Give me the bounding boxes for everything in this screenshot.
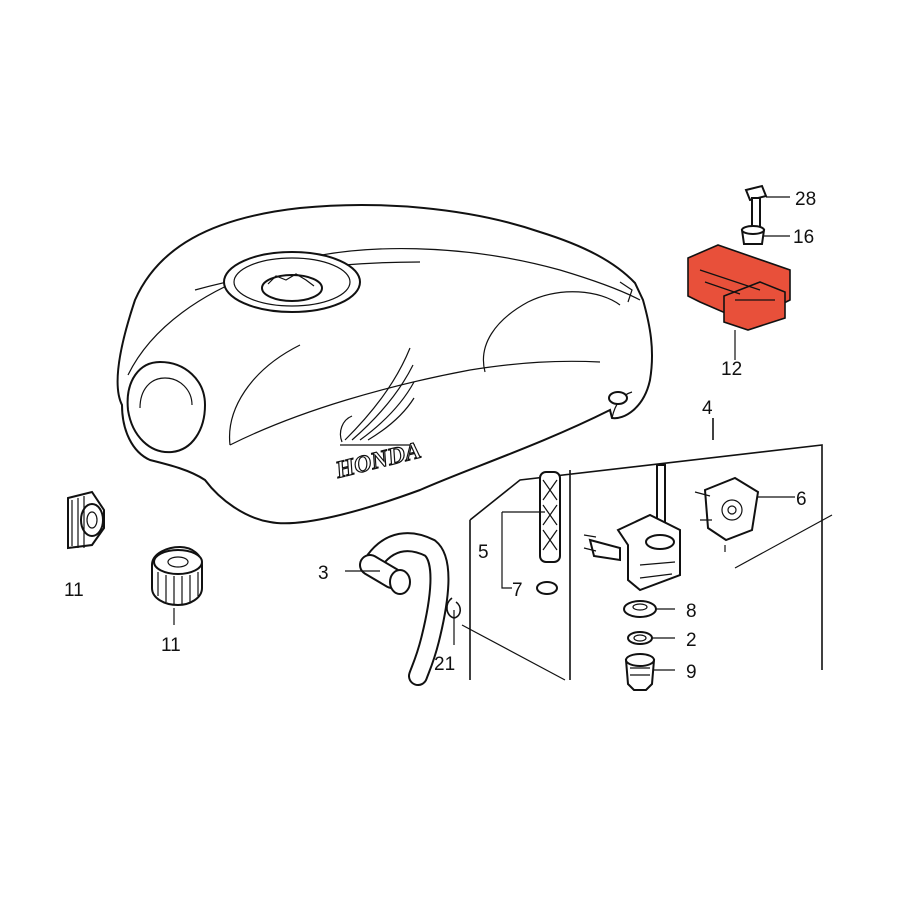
callout-12: 12 bbox=[721, 359, 742, 380]
part-16-collar bbox=[740, 225, 790, 245]
callout-3: 3 bbox=[318, 563, 329, 584]
part-12-rubber-mount bbox=[687, 244, 791, 360]
callout-6: 6 bbox=[796, 489, 807, 510]
callout-21: 21 bbox=[434, 654, 455, 675]
callout-2: 2 bbox=[686, 630, 697, 651]
callout-9: 9 bbox=[686, 662, 697, 683]
part-9-sediment-cup bbox=[624, 653, 675, 691]
part-11-grommet-left bbox=[67, 490, 105, 550]
part-28-bolt bbox=[744, 184, 790, 229]
part-3-fuel-hose bbox=[345, 532, 450, 686]
part-6-lever-plate bbox=[694, 476, 795, 552]
part-2-o-ring bbox=[627, 631, 675, 645]
callout-5: 5 bbox=[478, 542, 489, 563]
callout-11-left: 11 bbox=[64, 580, 84, 601]
callout-11-center: 11 bbox=[161, 635, 181, 656]
callout-28: 28 bbox=[795, 189, 816, 210]
part-7-o-ring bbox=[536, 581, 558, 595]
wing-emblem bbox=[339, 347, 415, 446]
callout-4: 4 bbox=[702, 398, 713, 419]
part-8-washer bbox=[623, 600, 675, 618]
fuel-cock-assembly-box bbox=[461, 418, 833, 681]
callout-7: 7 bbox=[512, 580, 523, 601]
part-4-fuel-cock bbox=[583, 464, 681, 592]
callout-8: 8 bbox=[686, 601, 697, 622]
part-11-grommet-center bbox=[151, 545, 203, 625]
callout-16: 16 bbox=[793, 227, 814, 248]
fuel-tank: HONDA bbox=[116, 204, 654, 525]
part-5-strainer bbox=[501, 471, 561, 589]
part-21-clip bbox=[446, 597, 462, 645]
